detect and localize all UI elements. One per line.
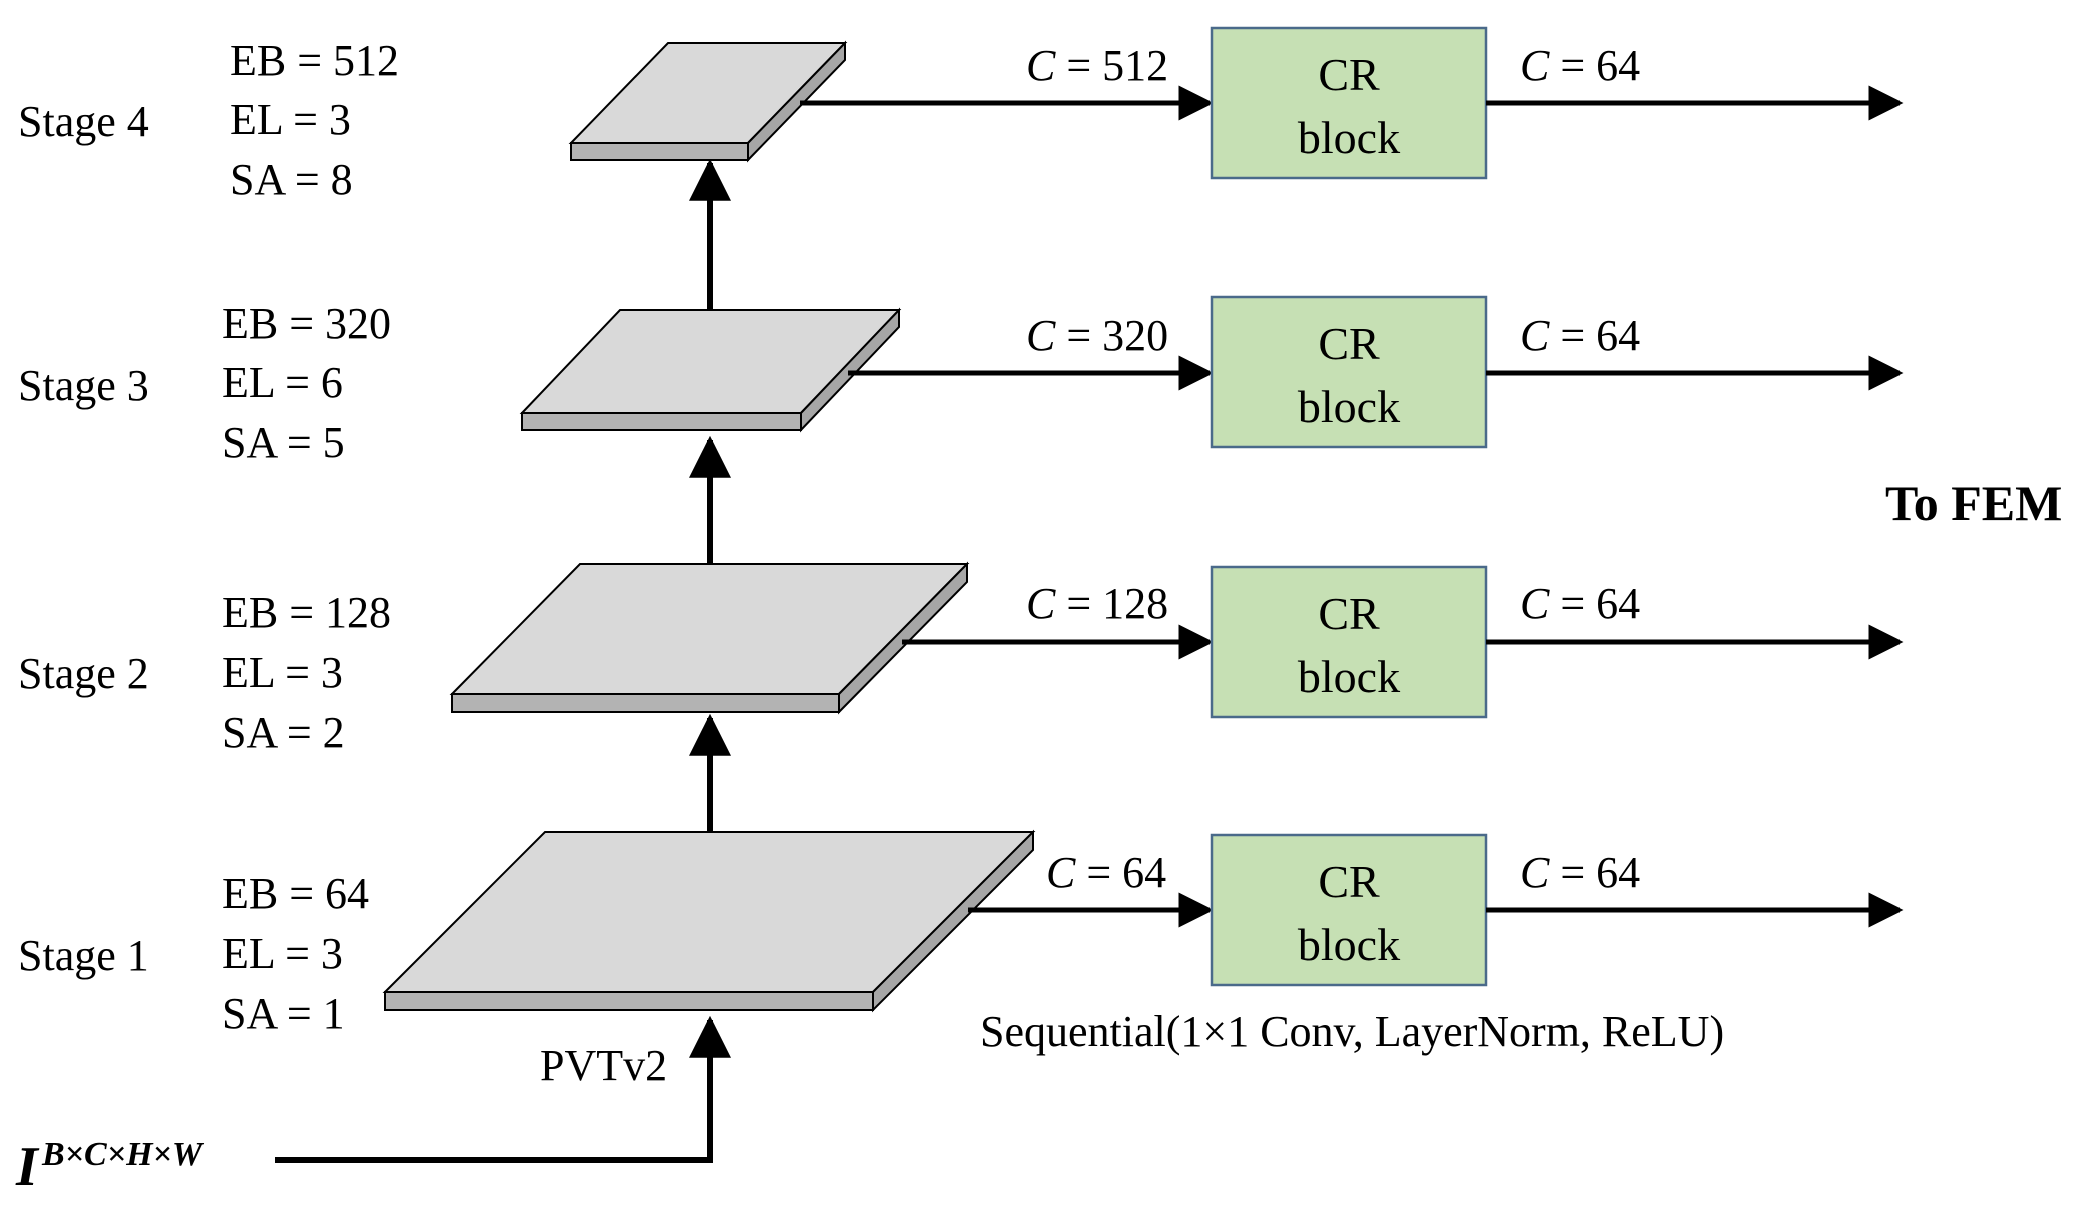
cr-label-stage-2-line1: CR bbox=[1318, 588, 1380, 639]
cr-label-stage-4-line2: block bbox=[1298, 112, 1400, 163]
sa-stage-4: SA = 8 bbox=[230, 155, 353, 204]
stage-label-2: Stage 2 bbox=[18, 649, 149, 698]
stage-label-1: Stage 1 bbox=[18, 931, 149, 980]
plate-stage-4 bbox=[568, 40, 848, 163]
cr-label-stage-3-line1: CR bbox=[1318, 318, 1380, 369]
sa-stage-1: SA = 1 bbox=[222, 989, 345, 1038]
eb-stage-2: EB = 128 bbox=[222, 588, 391, 637]
sequential-note: Sequential(1×1 Conv, LayerNorm, ReLU) bbox=[980, 1007, 1724, 1056]
plate-stage-2 bbox=[449, 561, 970, 715]
sa-stage-3: SA = 5 bbox=[222, 418, 345, 467]
input-arrow bbox=[275, 1015, 731, 1163]
cr-block-stage-4 bbox=[1210, 26, 1488, 180]
channel-in-stage-3: C = 320 bbox=[1026, 311, 1168, 360]
cr-label-stage-3-line2: block bbox=[1298, 381, 1400, 432]
cr-block-stage-2 bbox=[1210, 565, 1488, 719]
cr-label-stage-1-line2: block bbox=[1298, 919, 1400, 970]
eb-stage-3: EB = 320 bbox=[222, 299, 391, 348]
stage-label-3: Stage 3 bbox=[18, 361, 149, 410]
cr-block-stage-3 bbox=[1210, 295, 1488, 449]
cr-label-stage-1-line1: CR bbox=[1318, 856, 1380, 907]
input-tensor-shape: B×C×H×W bbox=[41, 1136, 205, 1173]
to-fem-label: To FEM bbox=[1885, 475, 2062, 531]
channel-out-stage-1: C = 64 bbox=[1520, 848, 1640, 897]
channel-out-stage-2: C = 64 bbox=[1520, 579, 1640, 628]
eb-stage-1: EB = 64 bbox=[222, 869, 369, 918]
cr-block-stage-1 bbox=[1210, 833, 1488, 987]
plate-stage-3 bbox=[519, 307, 902, 433]
sa-stage-2: SA = 2 bbox=[222, 708, 345, 757]
channel-in-stage-1: C = 64 bbox=[1046, 848, 1166, 897]
cr-label-stage-4-line1: CR bbox=[1318, 49, 1380, 100]
cr-label-stage-2-line2: block bbox=[1298, 651, 1400, 702]
el-stage-4: EL = 3 bbox=[230, 95, 351, 144]
el-stage-1: EL = 3 bbox=[222, 929, 343, 978]
input-tensor-label: I bbox=[15, 1136, 40, 1198]
plate-stage-1 bbox=[382, 829, 1036, 1013]
eb-stage-4: EB = 512 bbox=[230, 36, 399, 85]
channel-out-stage-4: C = 64 bbox=[1520, 41, 1640, 90]
el-stage-3: EL = 6 bbox=[222, 358, 343, 407]
stage-label-4: Stage 4 bbox=[18, 97, 149, 146]
el-stage-2: EL = 3 bbox=[222, 648, 343, 697]
channel-out-stage-3: C = 64 bbox=[1520, 311, 1640, 360]
channel-in-stage-4: C = 512 bbox=[1026, 41, 1168, 90]
backbone-label: PVTv2 bbox=[540, 1041, 667, 1090]
channel-in-stage-2: C = 128 bbox=[1026, 579, 1168, 628]
